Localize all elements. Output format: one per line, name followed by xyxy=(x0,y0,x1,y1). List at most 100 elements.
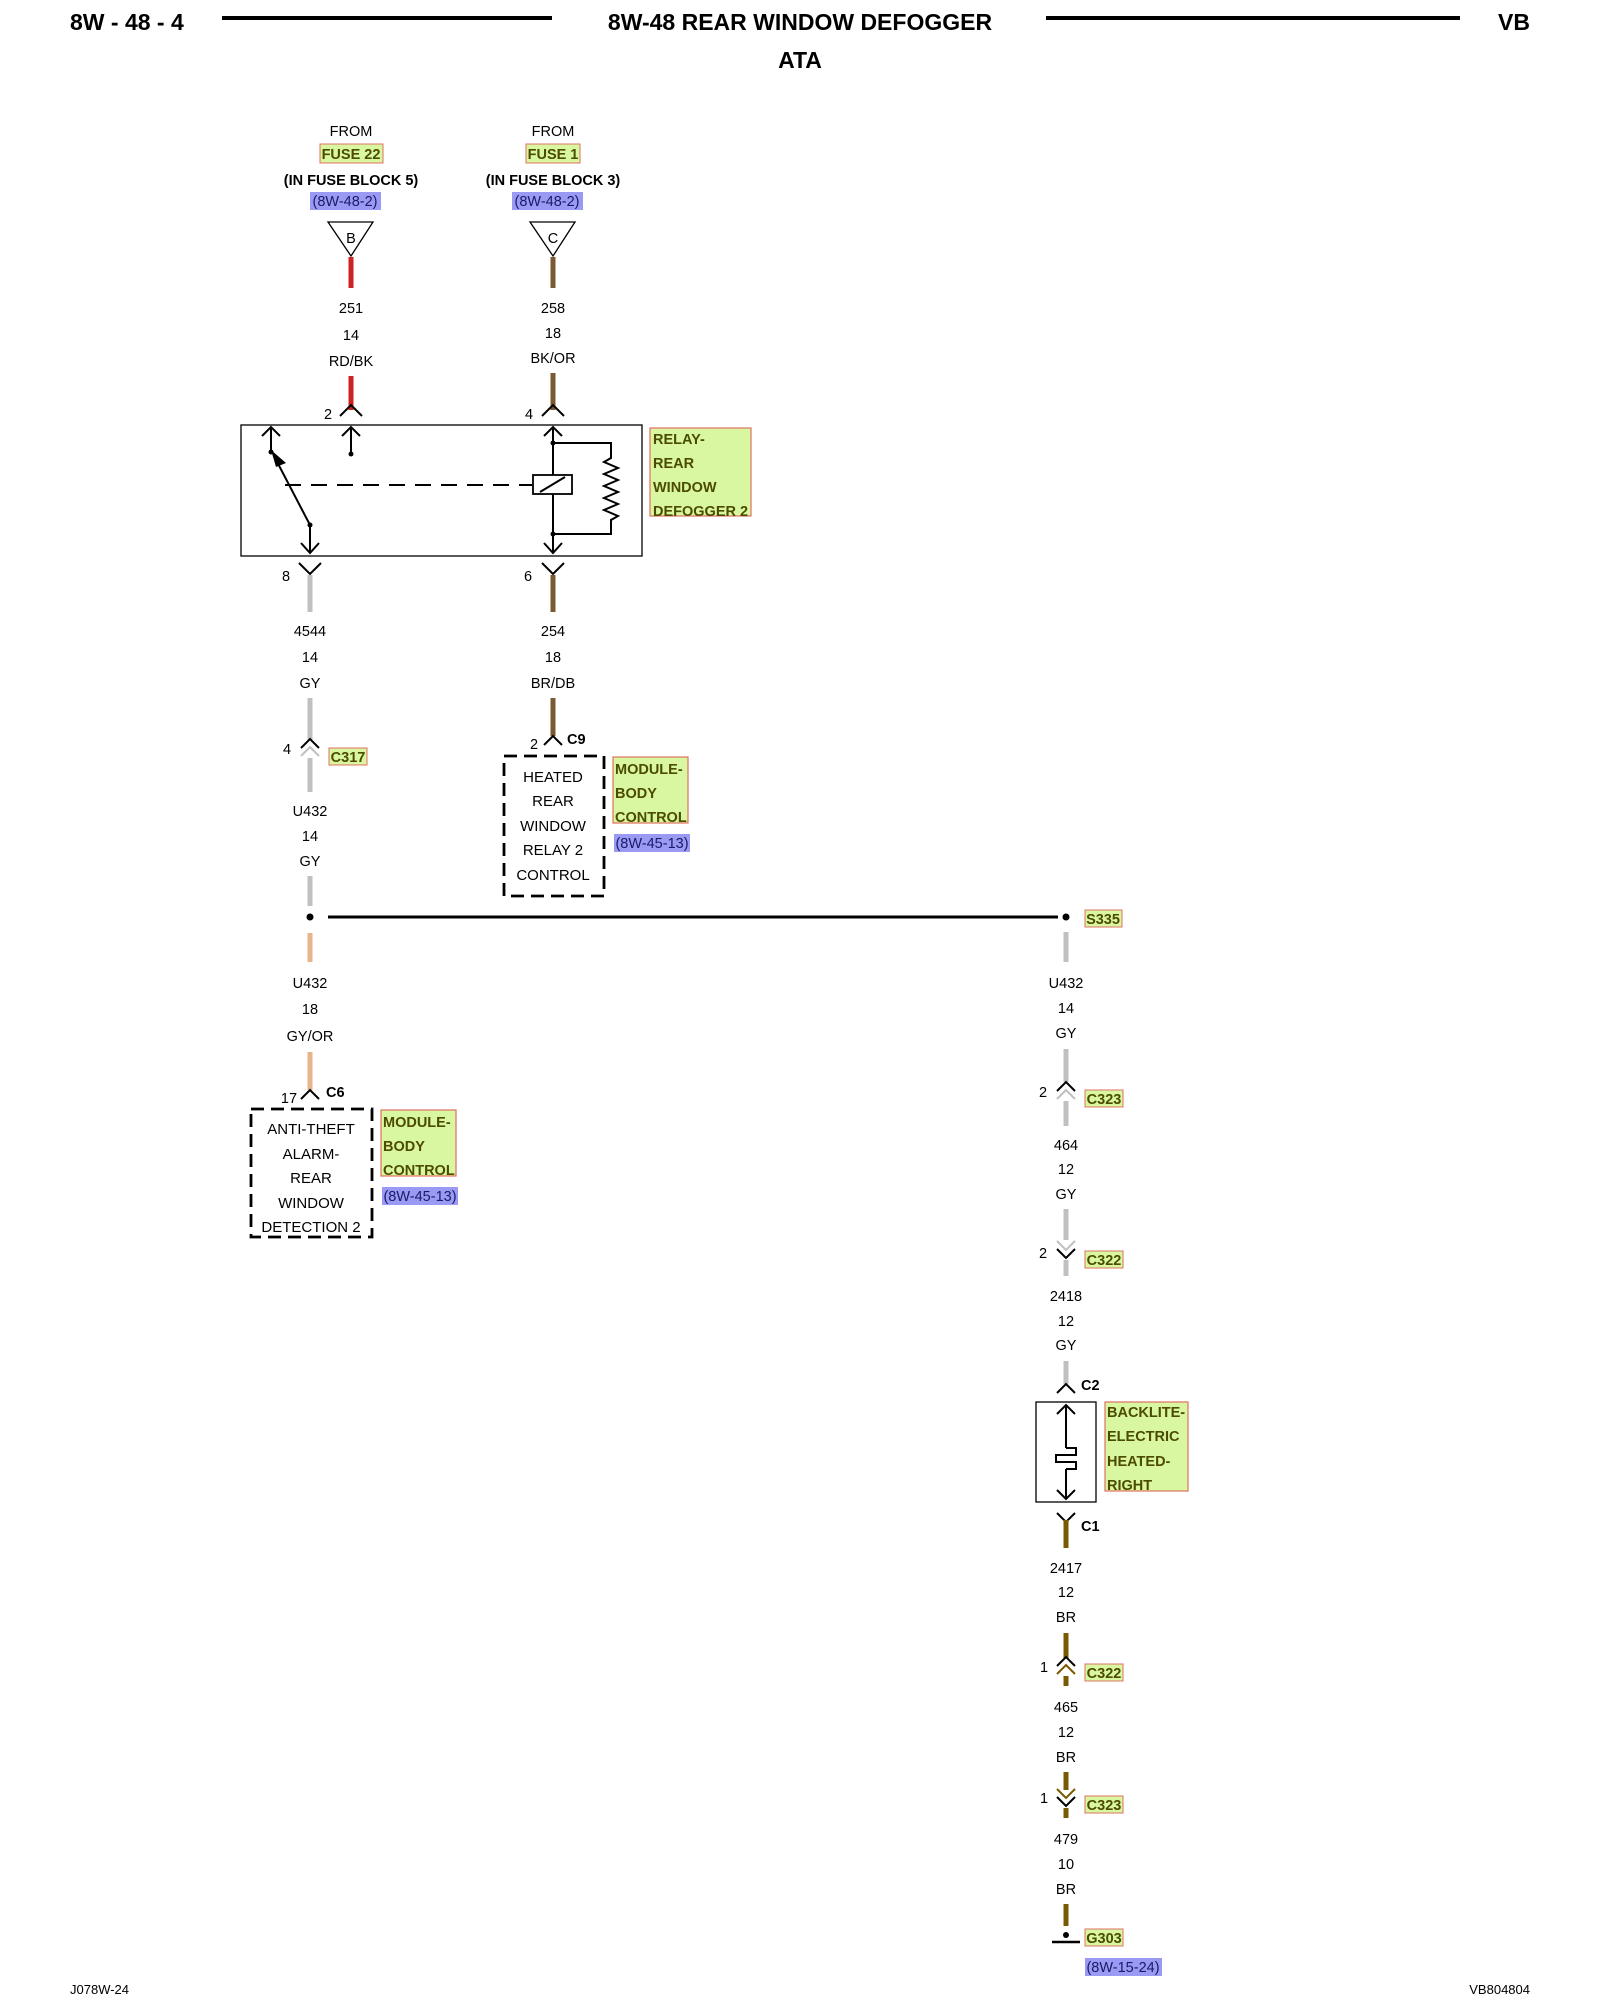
connector-c1[interactable]: C1 xyxy=(1056,1512,1100,1535)
relay-rear-window-defogger-2[interactable]: 2 4 8 6 xyxy=(240,403,643,585)
pin-4-label: 4 xyxy=(525,407,533,423)
page-ref-link[interactable]: (8W-15-24) xyxy=(1086,1960,1159,1976)
wire-gauge: 14 xyxy=(302,829,318,845)
module-function-line: CONTROL xyxy=(516,867,589,884)
wire-color: BR xyxy=(1056,1750,1076,1766)
circuit-number: 464 xyxy=(1054,1138,1078,1154)
module-label-line: BODY xyxy=(615,786,657,802)
connector-name[interactable]: C322 xyxy=(1087,1666,1122,1682)
backlite-label-line: RIGHT xyxy=(1107,1478,1152,1494)
connector-name[interactable]: C323 xyxy=(1087,1092,1122,1108)
circuit-number: 479 xyxy=(1054,1832,1078,1848)
connector-c322-b[interactable]: 1 C322 xyxy=(1040,1655,1124,1682)
fuse-highlight xyxy=(319,143,384,164)
connector-c323-b[interactable]: 1 C323 xyxy=(1040,1788,1124,1814)
backlite-label-line: HEATED- xyxy=(1107,1454,1171,1470)
splice-node-left xyxy=(306,913,314,921)
fuse-block-label: (IN FUSE BLOCK 5) xyxy=(284,173,419,189)
fuse-highlight xyxy=(525,143,581,164)
connector-pin: 2 xyxy=(1039,1085,1047,1101)
connector-name: C2 xyxy=(1081,1378,1100,1394)
source-triangle xyxy=(326,221,375,258)
ground-name[interactable]: G303 xyxy=(1086,1931,1121,1947)
connector-c6[interactable]: 17 C6 xyxy=(281,1085,345,1107)
wire-label-254: 254 18 BR/DB xyxy=(531,624,575,692)
pin-2-label: 2 xyxy=(324,407,332,423)
relay-label-line: WINDOW xyxy=(653,480,717,496)
module-label-line: MODULE- xyxy=(383,1115,451,1131)
module-body-control-label-2: MODULE- BODY CONTROL (8W-45-13) xyxy=(380,1109,458,1205)
relay-label-line: DEFOGGER 2 xyxy=(653,504,748,520)
page-ref-link[interactable]: (8W-45-13) xyxy=(615,836,688,852)
connector-c323-a[interactable]: 2 C323 xyxy=(1039,1080,1124,1108)
wire-color: BR/DB xyxy=(531,676,575,692)
connector-c9[interactable]: 2 C9 xyxy=(530,732,586,753)
connector-c2[interactable]: C2 xyxy=(1056,1378,1100,1394)
wire-color: GY/OR xyxy=(287,1029,334,1045)
wire-label-479: 479 10 BR xyxy=(1054,1832,1078,1898)
fuse-link[interactable]: FUSE 22 xyxy=(322,147,381,163)
wire-color: GY xyxy=(300,854,321,870)
footer-right: VB804804 xyxy=(1469,1982,1530,1997)
connector-pin: 2 xyxy=(1039,1246,1047,1262)
pin-4-chevron xyxy=(541,403,565,417)
wire-gauge: 14 xyxy=(343,328,359,344)
circuit-number: 2417 xyxy=(1050,1561,1082,1577)
wire-gauge: 18 xyxy=(545,326,561,342)
splice-s335[interactable]: S335 xyxy=(1084,909,1123,928)
connector-name[interactable]: C317 xyxy=(331,750,366,766)
connector-c317[interactable]: 4 C317 xyxy=(283,737,368,766)
module-function-line: DETECTION 2 xyxy=(261,1219,360,1236)
bcm-anti-theft-alarm-rear-window-detection-2[interactable]: ANTI-THEFT ALARM- REAR WINDOW DETECTION … xyxy=(249,1107,374,1239)
wire-label-465: 465 12 BR xyxy=(1054,1700,1078,1766)
pin-8-chevron xyxy=(298,562,322,576)
module-function-line: WINDOW xyxy=(520,818,587,835)
source-fuse-1: FROM FUSE 1 (IN FUSE BLOCK 3) (8W-48-2) … xyxy=(486,124,620,258)
source-triangle xyxy=(528,221,577,258)
wire-color: GY xyxy=(300,676,321,692)
wire-color: GY xyxy=(1056,1026,1077,1042)
source-pin: B xyxy=(346,231,356,247)
page-ref-link[interactable]: (8W-48-2) xyxy=(515,194,580,210)
ground-g303[interactable]: G303 (8W-15-24) xyxy=(1052,1928,1162,1976)
wire-color: BR xyxy=(1056,1882,1076,1898)
relay-label: RELAY- REAR WINDOW DEFOGGER 2 xyxy=(649,427,752,520)
wire-label-4544: 4544 14 GY xyxy=(294,624,326,692)
heater-grid xyxy=(1055,1447,1077,1470)
bcm-heated-rear-window-relay-2-control[interactable]: HEATED REAR WINDOW RELAY 2 CONTROL xyxy=(502,754,606,898)
page-ref-link[interactable]: (8W-45-13) xyxy=(383,1189,456,1205)
relay-label-line: REAR xyxy=(653,456,695,472)
wire-color: GY xyxy=(1056,1338,1077,1354)
wire-color: RD/BK xyxy=(329,354,374,370)
page-header: 8W - 48 - 4 8W-48 REAR WINDOW DEFOGGER V… xyxy=(70,9,1530,73)
page-ref-link[interactable]: (8W-48-2) xyxy=(313,194,378,210)
ref-highlight xyxy=(512,192,583,210)
connector-name: C1 xyxy=(1081,1519,1100,1535)
source-pin: C xyxy=(548,231,558,247)
circuit-number: 4544 xyxy=(294,624,326,640)
footer-left: J078W-24 xyxy=(70,1982,129,1997)
wire-gauge: 14 xyxy=(302,650,318,666)
wire-label-2418: 2418 12 GY xyxy=(1050,1289,1082,1354)
module-label-line: MODULE- xyxy=(615,762,683,778)
connector-pin: 1 xyxy=(1040,1660,1048,1676)
backlite-electric-heated-right[interactable] xyxy=(1035,1401,1097,1503)
fuse-link[interactable]: FUSE 1 xyxy=(528,147,579,163)
wire-label-258: 258 18 BK/OR xyxy=(530,301,575,367)
connector-name[interactable]: C322 xyxy=(1087,1253,1122,1269)
page-subtitle: ATA xyxy=(778,47,822,73)
page-number: 8W - 48 - 4 xyxy=(70,9,184,35)
connector-name[interactable]: C323 xyxy=(1087,1798,1122,1814)
pin-6-chevron xyxy=(541,562,565,576)
from-label: FROM xyxy=(330,124,373,140)
connector-c322-a[interactable]: 2 C322 xyxy=(1039,1240,1124,1269)
splice-name[interactable]: S335 xyxy=(1086,912,1120,928)
model-code: VB xyxy=(1498,9,1530,35)
ref-highlight xyxy=(310,192,381,210)
module-label-line: BODY xyxy=(383,1139,425,1155)
pin-6-label: 6 xyxy=(524,569,532,585)
wire-label-u432-c: U432 14 GY xyxy=(1049,976,1084,1042)
backlite-label-line: BACKLITE- xyxy=(1107,1405,1185,1421)
connector-pin: 17 xyxy=(281,1091,297,1107)
connector-name: C9 xyxy=(567,732,586,748)
